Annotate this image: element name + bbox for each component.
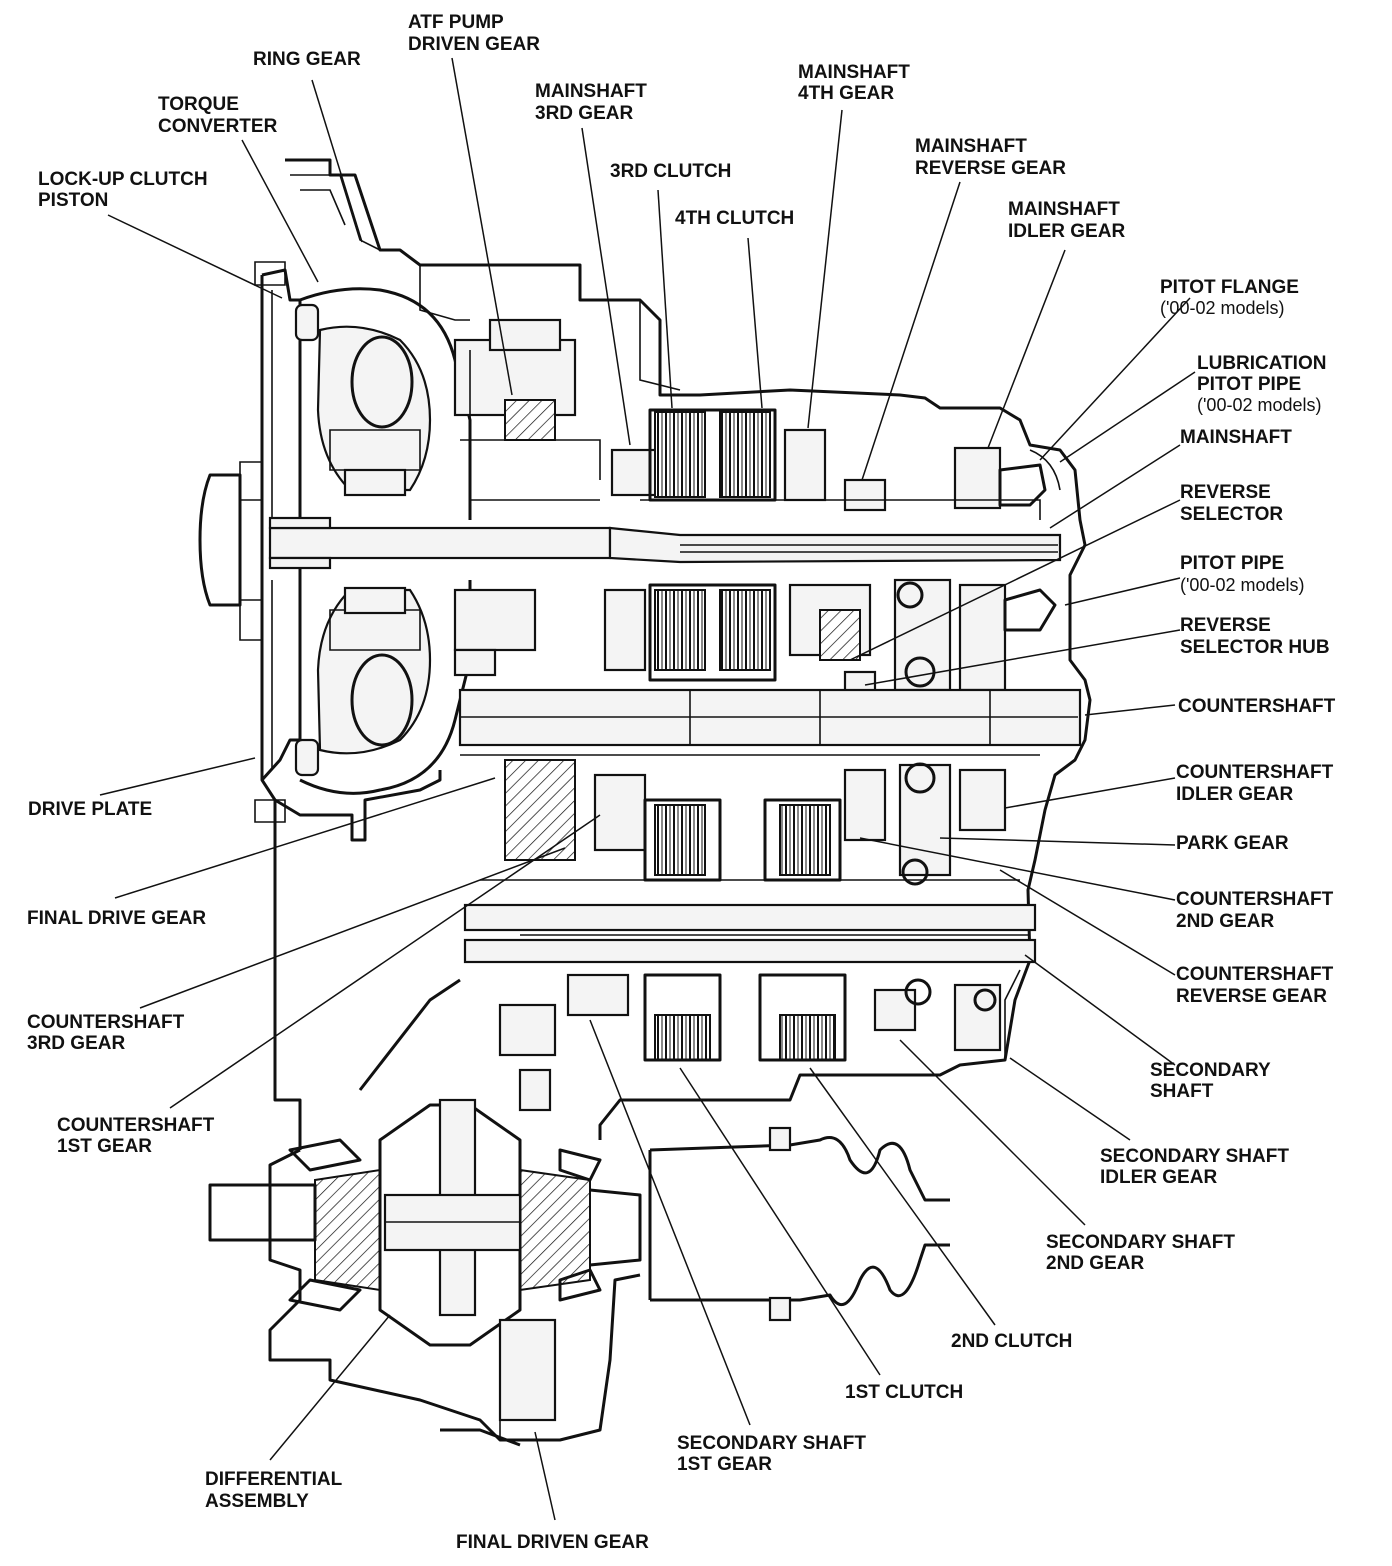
driveshaft-boot	[648, 1126, 950, 1322]
label-reverse-selector-hub-line2: SELECTOR HUB	[1180, 637, 1330, 658]
label-countershaft-reverse-gear-line1: COUNTERSHAFT	[1176, 964, 1334, 985]
label-lockup-clutch-piston-line1: LOCK-UP CLUTCH	[38, 169, 208, 190]
label-countershaft-3rd-gear-line2: 3RD GEAR	[27, 1033, 125, 1054]
label-secondary-shaft-line2: SHAFT	[1150, 1081, 1214, 1102]
label-countershaft-2nd-gear-line2: 2ND GEAR	[1176, 911, 1274, 932]
label-countershaft-3rd-gear-line1: COUNTERSHAFT	[27, 1012, 185, 1033]
label-4th-clutch: 4TH CLUTCH	[675, 208, 794, 229]
label-mainshaft-idler-gear-line1: MAINSHAFT	[1008, 199, 1120, 220]
label-secondary-shaft-idler-gear-line1: SECONDARY SHAFT	[1100, 1146, 1289, 1167]
label-secondary-shaft-2nd-gear-line1: SECONDARY SHAFT	[1046, 1232, 1235, 1253]
label-secondary-shaft-1st-gear-line2: 1ST GEAR	[677, 1454, 772, 1475]
label-countershaft-1st-gear-line1: COUNTERSHAFT	[57, 1115, 215, 1136]
reverse-selector-area	[788, 449, 1061, 699]
mainshaft-clutch-pack-3-4	[603, 408, 1041, 682]
transmission-case	[260, 158, 1092, 1447]
label-mainshaft-3rd-gear-line2: 3RD GEAR	[535, 103, 633, 124]
countershaft	[458, 688, 1082, 747]
label-differential-assembly-line1: DIFFERENTIAL	[205, 1469, 343, 1490]
label-atf-pump-driven-gear-line2: DRIVEN GEAR	[408, 34, 540, 55]
secondary-shaft	[463, 903, 1037, 1062]
label-ring-gear: RING GEAR	[253, 49, 361, 70]
label-pitot-flange: PITOT FLANGE	[1160, 277, 1299, 298]
label-lubrication-pitot-pipe-note: ('00-02 models)	[1197, 395, 1322, 415]
differential-assembly	[208, 1068, 642, 1440]
label-lubrication-pitot-pipe-line1: LUBRICATION	[1197, 353, 1326, 374]
label-mainshaft-4th-gear-line1: MAINSHAFT	[798, 62, 910, 83]
label-2nd-clutch: 2ND CLUTCH	[951, 1331, 1072, 1352]
label-reverse-selector-hub-line1: REVERSE	[1180, 615, 1271, 636]
label-mainshaft-idler-gear-line2: IDLER GEAR	[1008, 221, 1125, 242]
label-secondary-shaft-idler-gear-line2: IDLER GEAR	[1100, 1167, 1217, 1188]
label-secondary-shaft-1st-gear-line1: SECONDARY SHAFT	[677, 1433, 866, 1454]
label-lubrication-pitot-pipe-line2: PITOT PIPE	[1197, 374, 1301, 395]
mainshaft	[268, 516, 1062, 570]
label-mainshaft-3rd-gear-line1: MAINSHAFT	[535, 81, 647, 102]
label-mainshaft-reverse-gear-line1: MAINSHAFT	[915, 136, 1027, 157]
label-atf-pump-driven-gear-line1: ATF PUMP	[408, 12, 504, 33]
label-countershaft-1st-gear-line2: 1ST GEAR	[57, 1136, 152, 1157]
label-torque-converter-line2: CONVERTER	[158, 116, 278, 137]
label-countershaft-idler-gear-line2: IDLER GEAR	[1176, 784, 1293, 805]
label-final-driven-gear: FINAL DRIVEN GEAR	[456, 1532, 649, 1553]
label-1st-clutch: 1ST CLUTCH	[845, 1382, 963, 1403]
label-mainshaft-reverse-gear-line2: REVERSE GEAR	[915, 158, 1066, 179]
label-pitot-flange-note: ('00-02 models)	[1160, 298, 1285, 318]
label-differential-assembly-line2: ASSEMBLY	[205, 1491, 309, 1512]
label-park-gear: PARK GEAR	[1176, 833, 1289, 854]
label-reverse-selector-line1: REVERSE	[1180, 482, 1271, 503]
label-countershaft-idler-gear-line1: COUNTERSHAFT	[1176, 762, 1334, 783]
label-secondary-shaft-line1: SECONDARY	[1150, 1060, 1271, 1081]
label-pitot-pipe-note: ('00-02 models)	[1180, 575, 1305, 595]
label-mainshaft: MAINSHAFT	[1180, 427, 1292, 448]
label-countershaft: COUNTERSHAFT	[1178, 696, 1336, 717]
countershaft-gears	[460, 754, 1040, 886]
label-final-drive-gear: FINAL DRIVE GEAR	[27, 908, 206, 929]
label-lockup-clutch-piston-line2: PISTON	[38, 190, 108, 211]
label-torque-converter-line1: TORQUE	[158, 94, 239, 115]
label-3rd-clutch: 3RD CLUTCH	[610, 161, 731, 182]
callout-labels: RING GEAR ATF PUMP DRIVEN GEAR TORQUE CO…	[27, 12, 1336, 1553]
label-pitot-pipe: PITOT PIPE	[1180, 553, 1284, 574]
atf-pump-assembly	[453, 318, 601, 677]
label-countershaft-2nd-gear-line1: COUNTERSHAFT	[1176, 889, 1334, 910]
torque-converter	[198, 261, 472, 823]
label-countershaft-reverse-gear-line2: REVERSE GEAR	[1176, 986, 1327, 1007]
label-drive-plate: DRIVE PLATE	[28, 799, 152, 820]
label-mainshaft-4th-gear-line2: 4TH GEAR	[798, 83, 894, 104]
label-secondary-shaft-2nd-gear-line2: 2ND GEAR	[1046, 1253, 1144, 1274]
label-reverse-selector-line2: SELECTOR	[1180, 504, 1283, 525]
leader-lines	[99, 57, 1196, 1521]
